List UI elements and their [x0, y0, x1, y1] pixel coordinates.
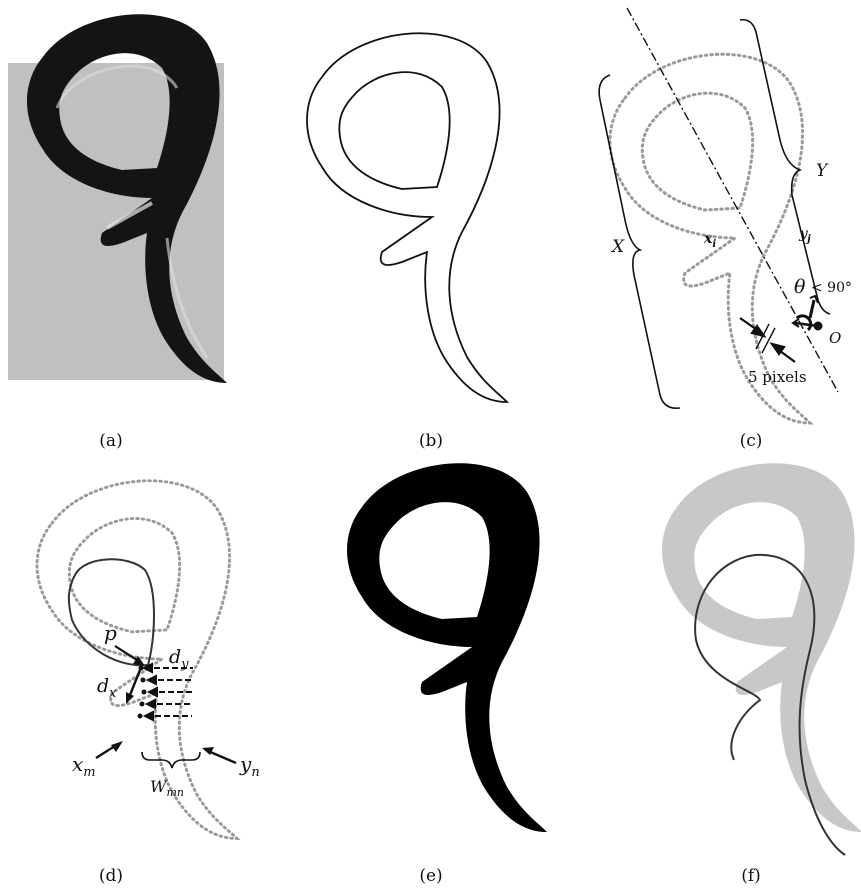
panel-d-xm-arrowhead: [111, 741, 123, 752]
panel-d-label-xm: xm: [72, 752, 96, 780]
panel-d: p dy dx xm: [37, 481, 260, 886]
panel-d-yn-arrow: [208, 751, 236, 763]
panel-c-origin-point: [814, 322, 823, 331]
panel-c-label-X: X: [610, 237, 625, 257]
panel-c-caption: (c): [740, 431, 763, 451]
panel-c-label-yj: yj: [798, 226, 811, 245]
panel-f: (f): [662, 463, 861, 886]
panel-d-label-p: p: [104, 621, 117, 645]
panel-c-label-pixels: 5 pixels: [748, 368, 807, 386]
panel-d-label-yn: yn: [239, 752, 260, 780]
panel-f-caption: (f): [741, 866, 761, 886]
panel-c-label-xi: xi: [703, 231, 716, 250]
panel-d-label-dx: dx: [97, 675, 117, 701]
panel-b-caption: (b): [419, 431, 443, 451]
panel-e-binary-shape: [347, 463, 547, 832]
panel-b: (b): [307, 33, 507, 451]
panel-b-contour: [307, 33, 507, 402]
panel-d-inner-loop: [69, 559, 154, 665]
panel-c-pixel-arrows: [740, 318, 795, 362]
panel-e-caption: (e): [419, 866, 442, 886]
panel-f-filled-shape: [662, 463, 861, 832]
panel-a-caption: (a): [99, 431, 122, 451]
panel-c: X Y xi yj θ < 90° O 5 pixels: [599, 8, 852, 451]
panel-c-label-Y: Y: [816, 161, 829, 181]
panel-d-wmn-brace: [142, 752, 200, 768]
panel-d-caption: (d): [99, 866, 123, 886]
panel-c-label-origin: O: [829, 329, 841, 347]
panel-c-label-theta: θ: [794, 276, 806, 298]
panel-e: (e): [347, 463, 547, 886]
panel-c-label-angle: < 90°: [811, 280, 852, 296]
panel-a: (a): [8, 14, 227, 451]
